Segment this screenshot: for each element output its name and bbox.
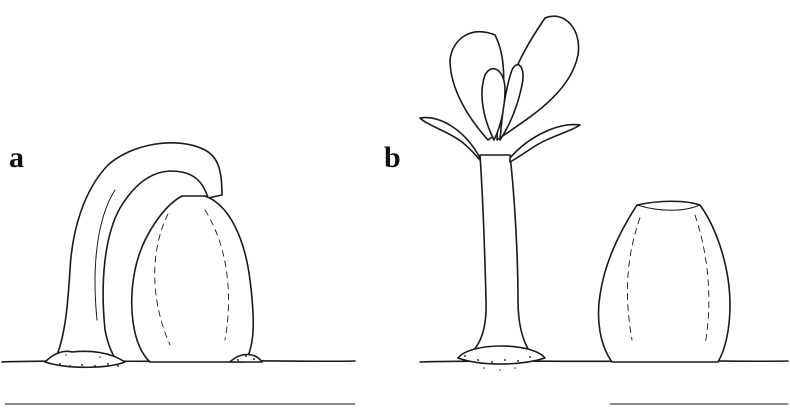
panel-b-drawing xyxy=(420,16,788,404)
cotyledon-left xyxy=(420,118,480,160)
seed-coat-b xyxy=(599,201,731,362)
cotyledon-right xyxy=(510,125,580,162)
panel-label-b: b xyxy=(384,143,401,173)
panel-a-drawing xyxy=(2,143,355,404)
panel-label-a: a xyxy=(9,143,24,173)
seed-pod-a xyxy=(132,196,254,362)
root-collar-b xyxy=(458,346,545,364)
seedling-stem xyxy=(472,155,530,352)
